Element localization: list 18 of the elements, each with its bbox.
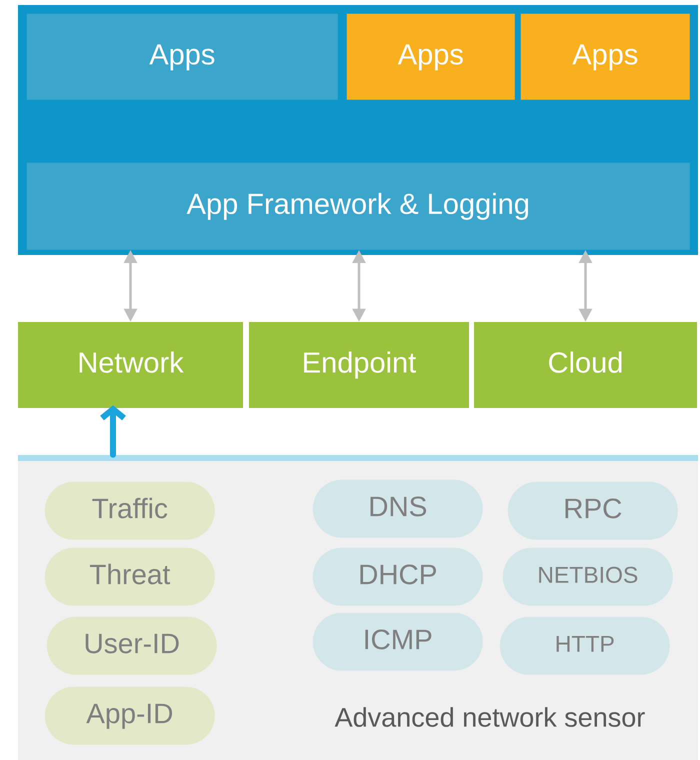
source-box: Network	[18, 322, 243, 408]
protocol-pill: HTTP	[500, 616, 670, 675]
arrow	[100, 405, 126, 458]
app-box: Apps	[346, 14, 515, 100]
protocol-pill: DHCP	[312, 548, 483, 606]
log-pill: Threat	[44, 548, 215, 606]
protocol-pill: ICMP	[312, 612, 483, 671]
protocol-pill: DNS	[312, 480, 483, 538]
framework-box: App Framework & Logging	[26, 162, 690, 250]
log-pill: App-ID	[44, 686, 215, 745]
source-box: Endpoint	[249, 322, 469, 408]
app-box: Apps	[520, 14, 690, 100]
protocol-pill: NETBIOS	[502, 548, 673, 606]
log-pill: Traffic	[44, 482, 215, 540]
log-pill: User-ID	[46, 616, 217, 675]
source-box: Cloud	[474, 322, 697, 408]
app-box: Apps	[26, 14, 338, 100]
protocol-pill: RPC	[508, 482, 678, 540]
